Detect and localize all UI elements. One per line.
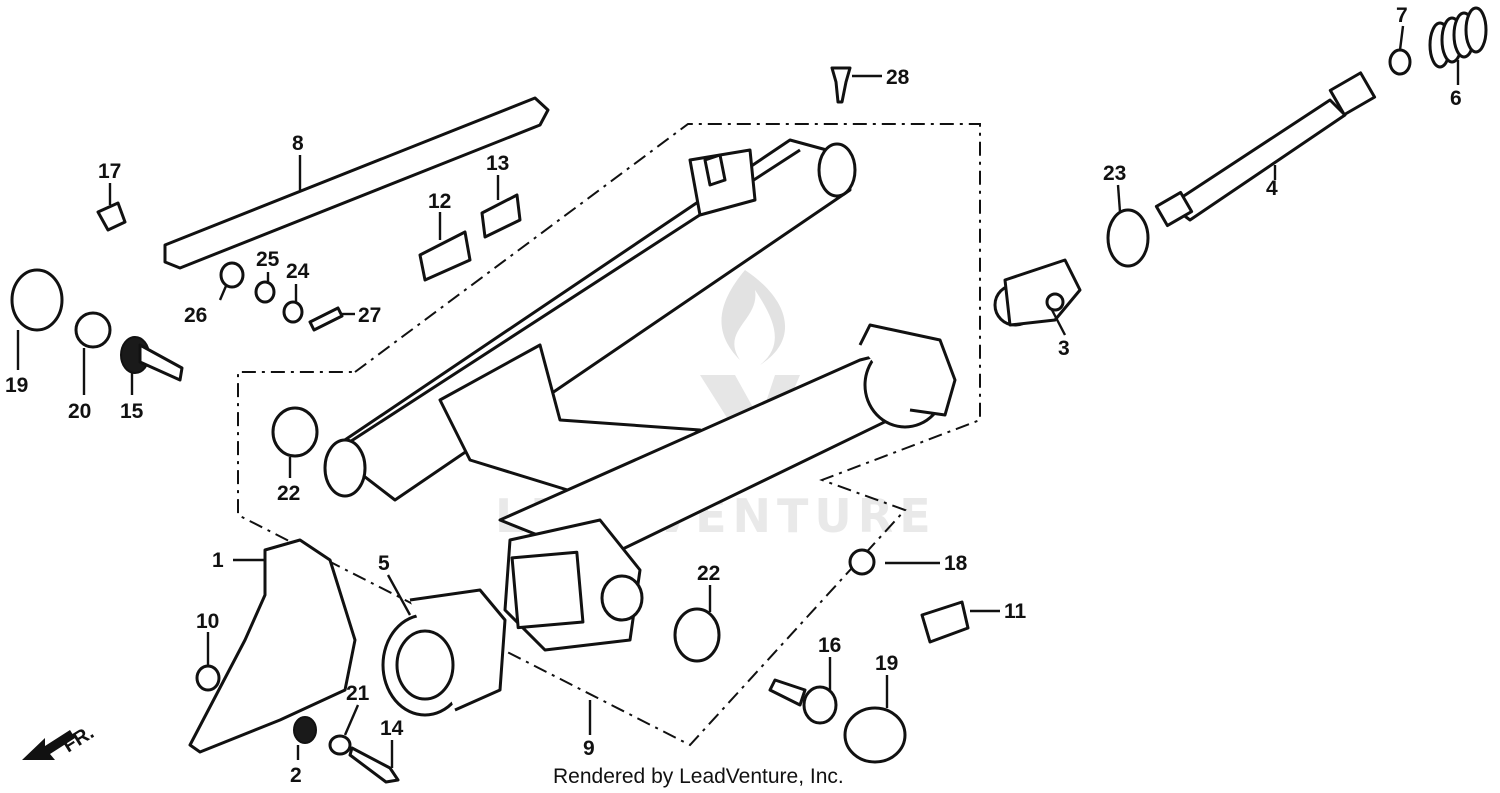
callout-14: 14 — [380, 717, 404, 740]
callout-27: 27 — [358, 304, 381, 327]
cotter-pin-27 — [308, 306, 344, 332]
front-direction-indicator: FR. — [22, 722, 98, 760]
callout-10: 10 — [196, 610, 219, 633]
bolt-28 — [830, 66, 852, 104]
bolt-14 — [348, 746, 400, 784]
callout-7: 7 — [1396, 4, 1408, 27]
callout-3: 3 — [1058, 337, 1070, 360]
washer-21 — [328, 734, 352, 756]
callout-16: 16 — [818, 634, 841, 657]
chain-guard — [188, 538, 357, 754]
callout-19-right: 19 — [875, 652, 898, 675]
callout-9: 9 — [583, 737, 595, 760]
callout-12: 12 — [428, 190, 451, 213]
callout-2: 2 — [290, 764, 302, 787]
washer-7 — [1388, 48, 1412, 76]
callout-4: 4 — [1266, 177, 1278, 200]
callout-26: 26 — [184, 304, 207, 327]
spring — [1428, 6, 1488, 69]
callout-15: 15 — [120, 400, 144, 423]
assembly-boundary — [237, 123, 981, 747]
collar-11 — [920, 600, 970, 644]
callout-22-left: 22 — [277, 482, 300, 505]
render-credit: Rendered by LeadVenture, Inc. — [553, 765, 844, 788]
bolt-17 — [96, 201, 127, 232]
callout-24: 24 — [286, 260, 310, 283]
nut-24 — [282, 300, 304, 324]
bearing-22-right — [673, 607, 721, 663]
callout-1: 1 — [212, 549, 224, 572]
nut-20 — [74, 311, 112, 349]
universal-joint — [993, 258, 1082, 327]
callout-labels: 1 2 3 4 5 6 7 8 9 10 11 12 13 14 15 16 1… — [5, 4, 1462, 787]
cap-19-left — [10, 268, 64, 332]
direction-label: FR. — [59, 722, 98, 758]
callout-23: 23 — [1103, 162, 1126, 185]
callout-28: 28 — [886, 66, 910, 89]
bearing-23 — [1106, 208, 1150, 268]
callout-6: 6 — [1450, 87, 1462, 110]
callout-18: 18 — [944, 552, 968, 575]
washer-25 — [254, 280, 276, 304]
callout-11: 11 — [1004, 600, 1027, 623]
cap-19-right — [843, 706, 907, 764]
callout-13: 13 — [486, 152, 509, 175]
washer-26 — [219, 261, 245, 289]
nut-18 — [848, 548, 876, 576]
label-13 — [480, 193, 522, 239]
label-12 — [418, 230, 472, 282]
swingarm-body — [323, 138, 957, 652]
callout-25: 25 — [256, 248, 280, 271]
drive-shaft — [1154, 71, 1377, 228]
callout-22-right: 22 — [697, 562, 720, 585]
direction-arrow-icon — [22, 730, 75, 760]
pivot-bolt-16 — [768, 678, 838, 725]
callout-21: 21 — [346, 682, 370, 705]
callout-17: 17 — [98, 160, 121, 183]
callout-19-left: 19 — [5, 374, 28, 397]
bolt-10 — [195, 664, 221, 692]
callout-8: 8 — [292, 132, 304, 155]
boot — [381, 588, 507, 717]
nut-2 — [293, 716, 317, 744]
bearing-22-left — [271, 406, 319, 458]
pivot-bolt-15 — [120, 336, 184, 382]
leader-lines — [16, 25, 1460, 768]
callout-5: 5 — [378, 552, 390, 575]
torque-link — [163, 96, 550, 270]
callout-20: 20 — [68, 400, 91, 423]
